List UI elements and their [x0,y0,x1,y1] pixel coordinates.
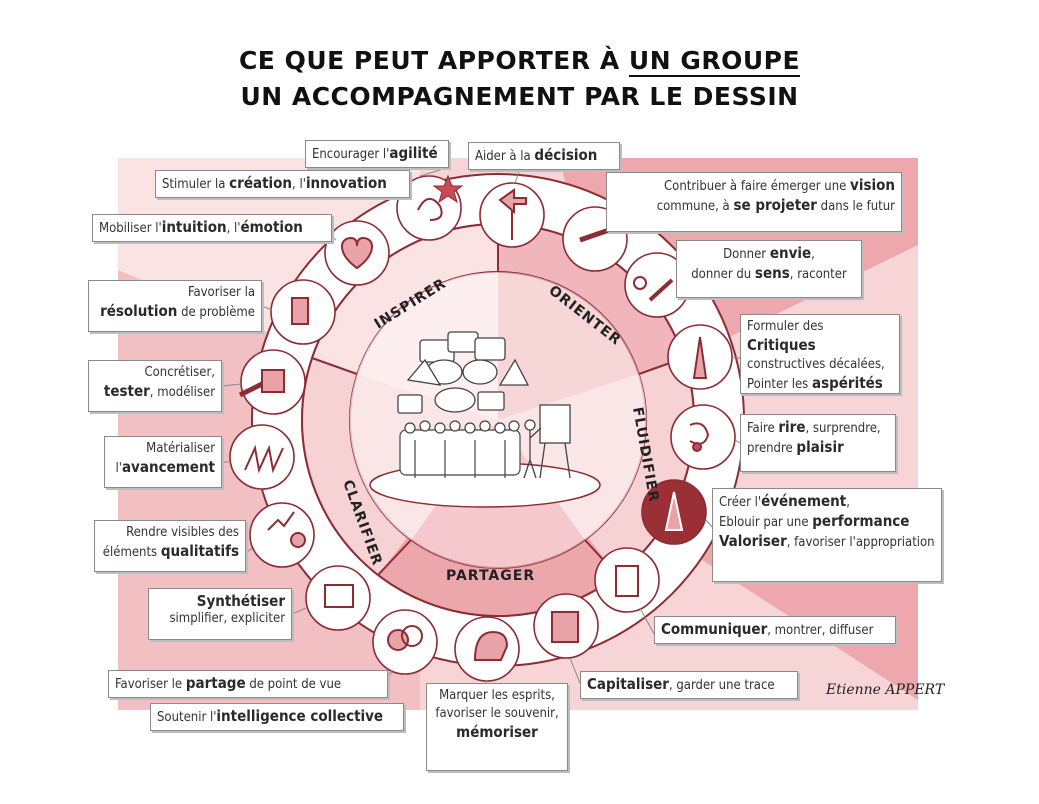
box-vision: Contribuer à faire émerger une vision co… [606,172,902,232]
arrow-signpost-icon [498,188,527,215]
cube-icon [291,297,309,325]
box-resolution: Favoriser la résolution de problème [88,280,262,332]
crowd-illustration [399,420,521,478]
smiley-icon [633,276,647,290]
box-memoriser: Marquer les esprits, favoriser le souven… [426,683,568,771]
box-communiquer: Communiquer, montrer, diffuser [654,616,896,644]
pencil-light-icon [664,491,684,531]
box-decision: Aider à la décision [468,142,620,170]
head-icon [473,630,509,661]
pencil-tip-icon [692,336,708,379]
heart-icon [341,236,373,270]
trend-arrow-icon [267,511,295,531]
box-evenement: Créer l'événement, Eblouir par une perfo… [712,488,942,582]
box-intuition: Mobiliser l'intuition, l'émotion [92,214,332,242]
box-intelligence: Soutenir l'intelligence collective [150,703,404,731]
progress-pencils-icon [244,444,284,474]
spiral-icon [417,198,443,221]
box-critiques: Formuler des Critiques constructives déc… [740,314,900,394]
category-label-partager: PARTAGER [446,568,535,584]
star-icon [432,174,464,204]
icon-circle-avancement [229,424,295,490]
box-agilite: Encourager l'agilité [305,140,449,168]
title-line-1: CE QUE PEUT APPORTER À UN GROUPE [0,46,1039,77]
flower-icon [290,532,306,548]
box-envie: Donner envie, donner du sens, raconter [676,240,862,298]
box-capitaliser: Capitaliser, garder une trace [580,671,798,699]
title-line-1-text: CE QUE PEUT APPORTER À [238,46,629,75]
prototype-cube-icon [261,369,285,393]
speech-bubble-pink-icon [387,629,409,651]
tablet-icon [615,565,639,597]
box-qualitatifs: Rendre visibles des éléments qualitatifs [94,520,246,572]
flipchart-illustration [523,404,571,479]
box-avancement: Matérialiser l'avancement [104,436,222,488]
icon-circle-qualitatifs [249,502,315,568]
title-line-2: UN ACCOMPAGNEMENT PAR LE DESSIN [240,82,799,111]
speech-bubble-icon [401,625,423,647]
box-creation: Stimuler la création, l'innovation [155,170,410,198]
book-icon [551,611,579,643]
speech-bubbles-illustration [397,331,530,414]
box-rire: Faire rire, surprendre, prendre plaisir [740,414,896,472]
sheet-icon [324,584,354,608]
box-tester: Concrétiser, tester, modéliser [88,360,222,412]
signature: Etienne APPERT [826,682,945,698]
box-synthetiser: Synthétiser simplifier, expliciter [148,588,292,640]
icon-circle-rire [670,404,736,470]
title-line-1-underlined: UN GROUPE [628,46,801,77]
box-partage: Favoriser le partage de point de vue [108,670,388,698]
